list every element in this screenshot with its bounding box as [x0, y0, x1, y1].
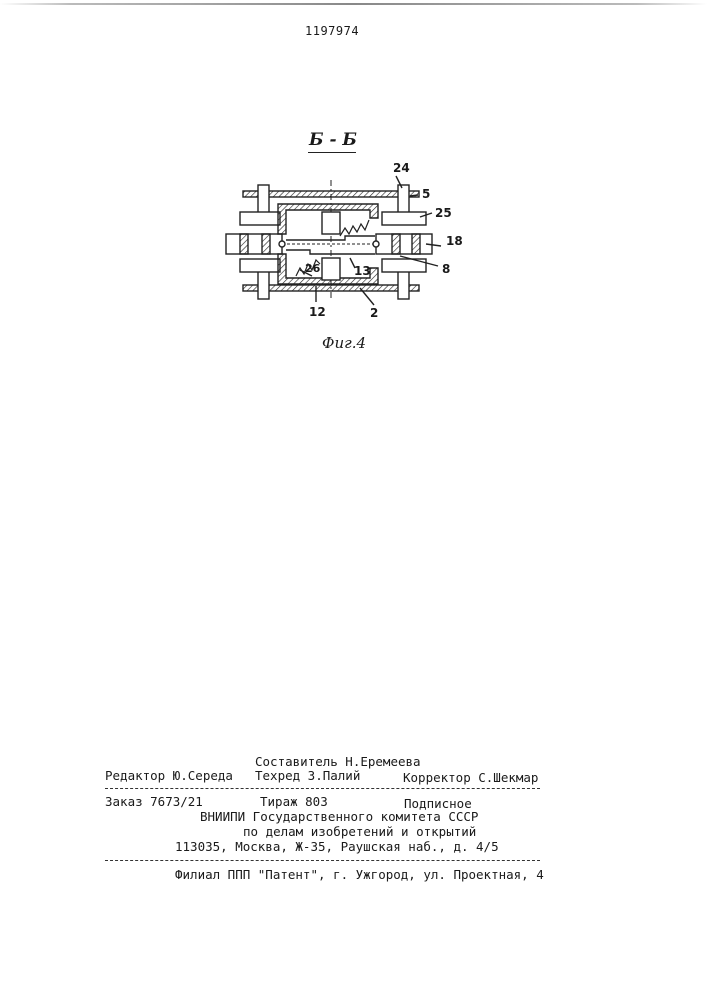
techred-line: Техред З.Палий: [255, 769, 360, 783]
org-line-1: ВНИИПИ Государственного комитета СССР: [200, 810, 478, 824]
callout-12: 12: [309, 305, 326, 319]
callout-2: 2: [370, 306, 378, 320]
bolt-left-bottom: [258, 271, 269, 299]
callout-24: 24: [393, 161, 410, 175]
wheel-left: [226, 234, 282, 254]
callout-25: 25: [435, 206, 452, 220]
bolt-right-bottom: [398, 271, 409, 299]
callout-18: 18: [446, 234, 463, 248]
print-run-line: Тираж 803: [260, 795, 328, 809]
upper-pin: [322, 212, 340, 234]
compiler-line: Составитель Н.Еремеева: [255, 755, 421, 769]
callout-5: 5: [422, 187, 430, 201]
bolt-left-top: [258, 185, 269, 213]
lower-pin: [322, 258, 340, 280]
divider-2: [105, 860, 540, 861]
address-line: 113035, Москва, Ж-35, Раушская наб., д. …: [175, 840, 499, 854]
callout-26: 26: [305, 262, 320, 276]
spring-upper: [340, 220, 369, 236]
corrector-line: Корректор С.Шекмар: [403, 771, 538, 785]
editor-line: Редактор Ю.Середа: [105, 769, 233, 783]
wheel-right: [376, 234, 432, 254]
block-left-top: [240, 212, 280, 225]
block-right-top: [382, 212, 426, 225]
callout-8: 8: [442, 262, 450, 276]
bolt-right-top: [398, 185, 409, 213]
order-line: Заказ 7673/21: [105, 795, 203, 809]
divider-1: [105, 788, 540, 789]
org-line-2: по делам изобретений и открытий: [243, 825, 476, 839]
callout-13: 13: [354, 264, 371, 278]
block-left-bottom: [240, 259, 280, 272]
branch-line: Филиал ППП "Патент", г. Ужгород, ул. Про…: [175, 868, 544, 882]
figure-caption: Фиг.4: [322, 336, 366, 350]
